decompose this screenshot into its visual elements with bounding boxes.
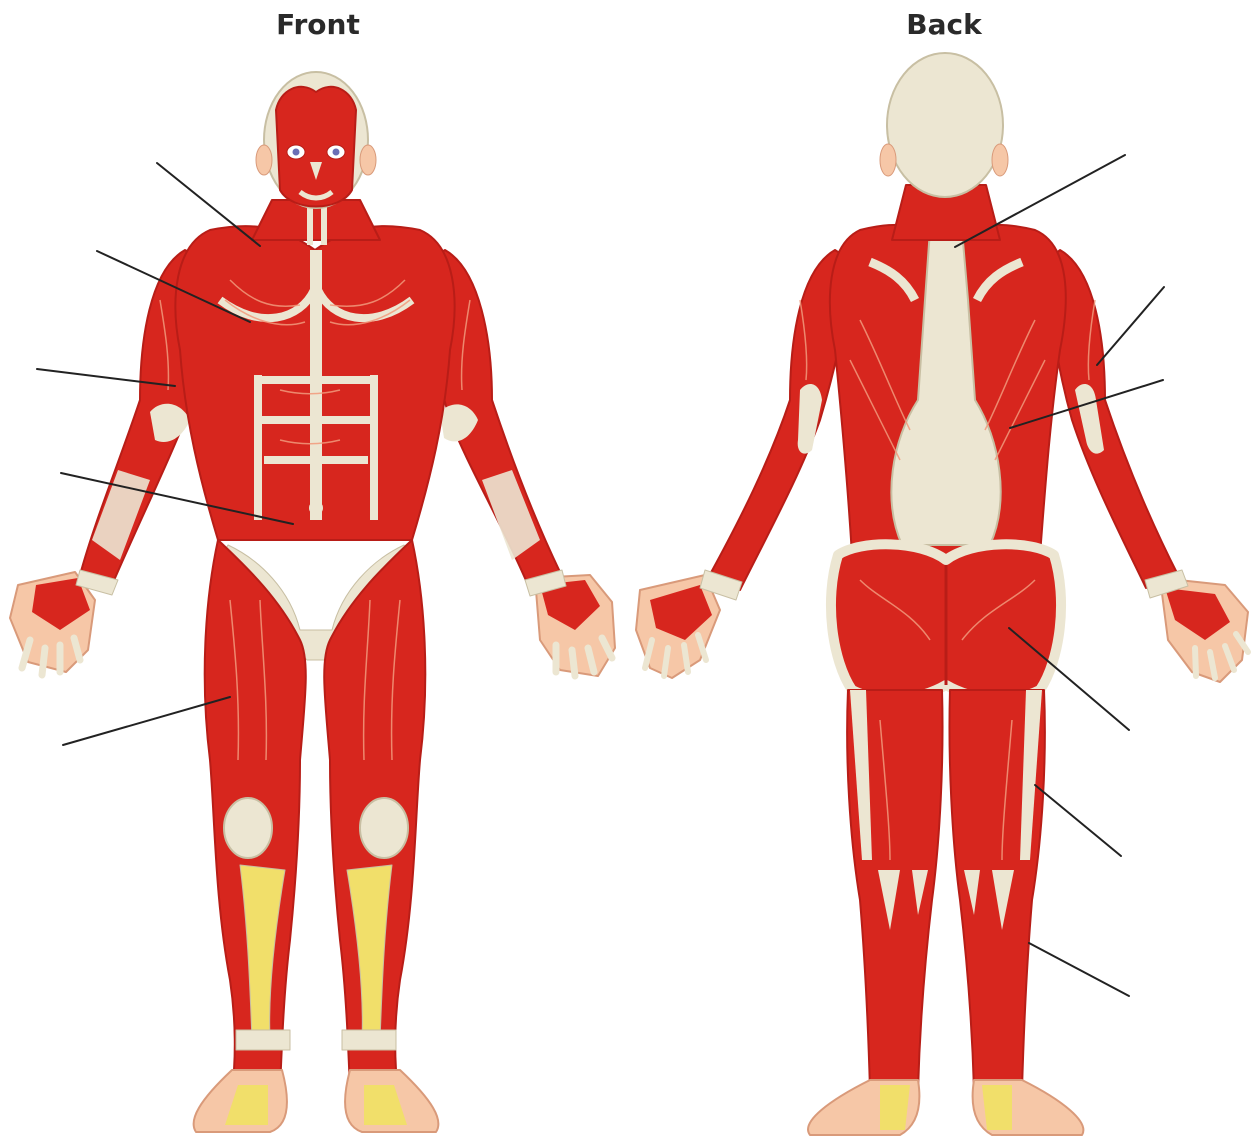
back-pointer-line-6 (1029, 943, 1129, 996)
back-head (880, 53, 1008, 197)
back-pointer-line-2 (1097, 287, 1164, 365)
front-left-hand (10, 572, 95, 675)
front-pointer-line-5 (63, 697, 230, 745)
front-body-figure (10, 72, 615, 1132)
back-right-arm (1048, 250, 1178, 588)
front-head (256, 72, 376, 208)
back-right-hand (1160, 578, 1248, 682)
back-body-figure (636, 53, 1248, 1135)
back-left-arm (708, 250, 850, 590)
back-pointer-line-5 (1035, 785, 1121, 856)
